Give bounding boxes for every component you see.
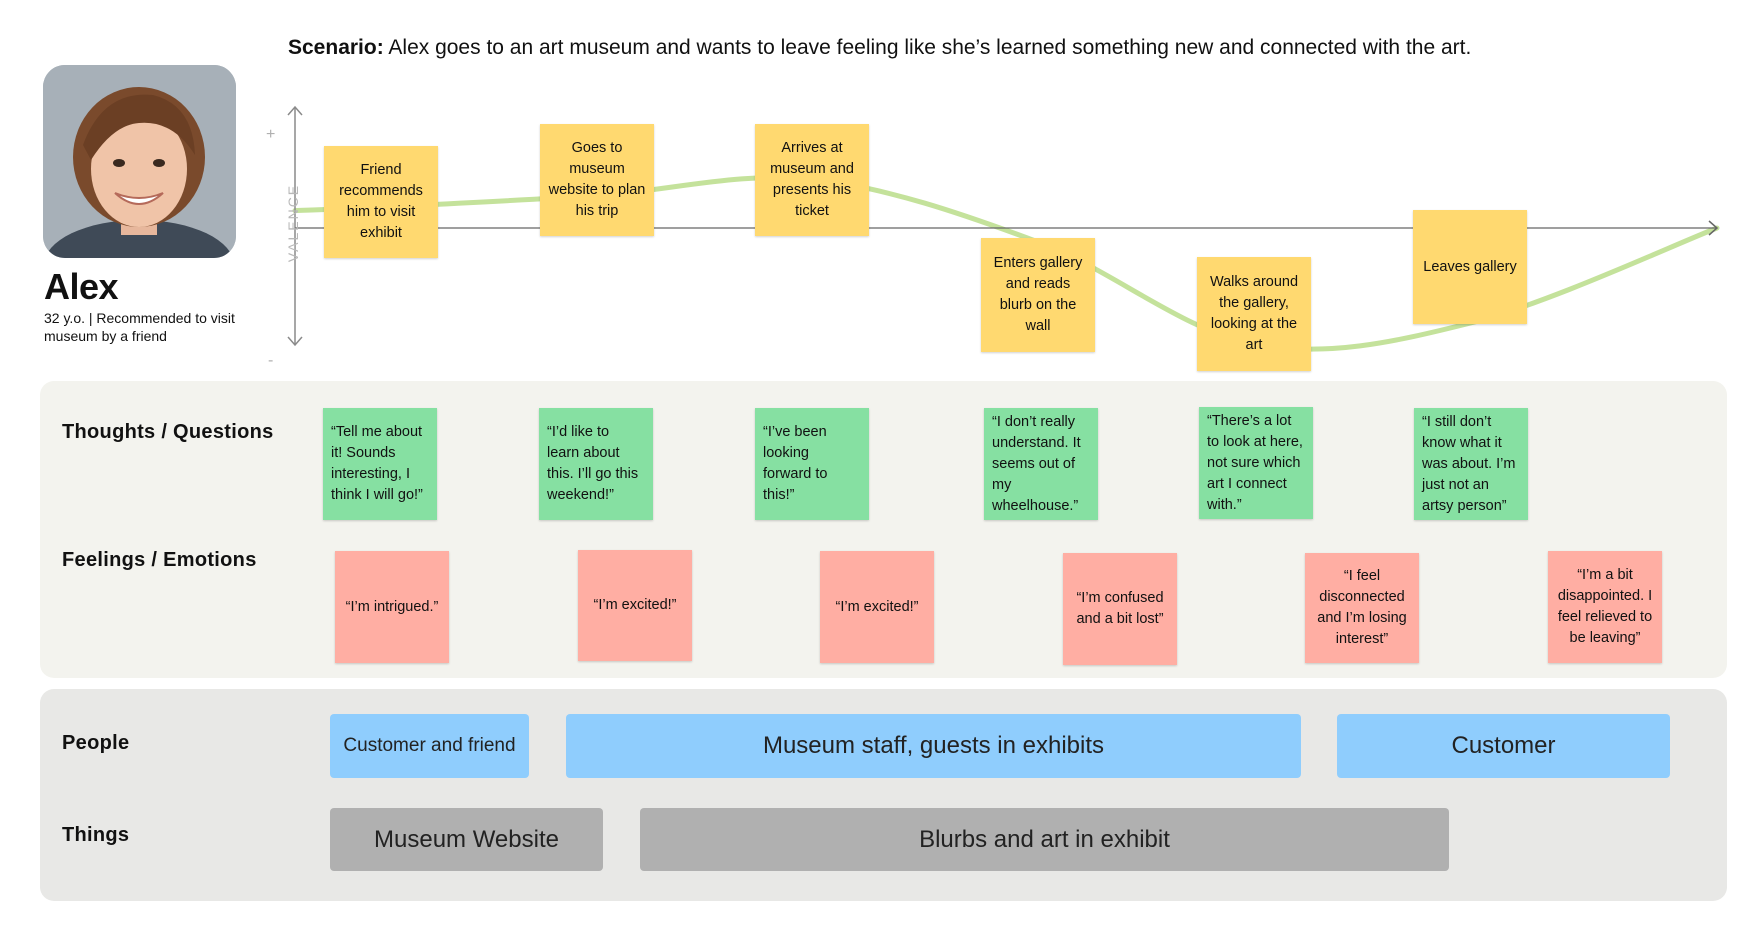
persona-avatar bbox=[43, 65, 236, 258]
people-bar: Customer and friend bbox=[330, 714, 529, 778]
things-bar: Museum Website bbox=[330, 808, 603, 871]
journey-step-note: Arrives at museum and presents his ticke… bbox=[755, 124, 869, 236]
avatar-portrait-icon bbox=[43, 65, 236, 258]
feeling-note: “I’m excited!” bbox=[820, 551, 934, 663]
journey-step-note: Walks around the gallery, looking at the… bbox=[1197, 257, 1311, 371]
persona-name: Alex bbox=[44, 266, 119, 307]
thought-note: “I don’t really understand. It seems out… bbox=[984, 408, 1098, 520]
valence-label: VALENCE bbox=[285, 183, 301, 263]
journey-step-note: Goes to museum website to plan his trip bbox=[540, 124, 654, 236]
persona-description: 32 y.o. | Recommended to visit museum by… bbox=[44, 310, 235, 344]
feeling-note: “I’m intrigued.” bbox=[335, 551, 449, 663]
things-bar: Blurbs and art in exhibit bbox=[640, 808, 1449, 871]
feelings-lane-title: Feelings / Emotions bbox=[62, 549, 257, 571]
scenario-text: Scenario: Alex goes to an art museum and… bbox=[288, 36, 1471, 60]
scenario-label: Scenario: bbox=[288, 36, 384, 59]
feeling-note: “I’m a bit disappointed. I feel relieved… bbox=[1548, 551, 1662, 663]
thought-note: “Tell me about it! Sounds interesting, I… bbox=[323, 408, 437, 520]
feeling-note: “I’m confused and a bit lost” bbox=[1063, 553, 1177, 665]
journey-step-note: Leaves gallery bbox=[1413, 210, 1527, 324]
people-lane-title: People bbox=[62, 732, 130, 754]
people-bar: Museum staff, guests in exhibits bbox=[566, 714, 1301, 778]
timeline-arrow-icon bbox=[1708, 220, 1719, 236]
valence-minus: - bbox=[268, 352, 274, 369]
people-bar: Customer bbox=[1337, 714, 1670, 778]
scenario-description: Alex goes to an art museum and wants to … bbox=[388, 36, 1472, 59]
thought-note: “I’ve been looking forward to this!” bbox=[755, 408, 869, 520]
thought-note: “There’s a lot to look at here, not sure… bbox=[1199, 407, 1313, 519]
thought-note: “I’d like to learn about this. I’ll go t… bbox=[539, 408, 653, 520]
thought-note: “I still don’t know what it was about. I… bbox=[1414, 408, 1528, 520]
journey-step-note: Friend recommends him to visit exhibit bbox=[324, 146, 438, 258]
journey-step-note: Enters gallery and reads blurb on the wa… bbox=[981, 238, 1095, 352]
axis-arrow-down-icon bbox=[287, 336, 303, 347]
axis-arrow-up-icon bbox=[287, 105, 303, 116]
feeling-note: “I feel disconnected and I’m losing inte… bbox=[1305, 553, 1419, 663]
valence-plus: + bbox=[266, 126, 276, 143]
feeling-note: “I’m excited!” bbox=[578, 550, 692, 661]
thoughts-lane-title: Thoughts / Questions bbox=[62, 421, 274, 443]
things-lane-title: Things bbox=[62, 824, 130, 846]
